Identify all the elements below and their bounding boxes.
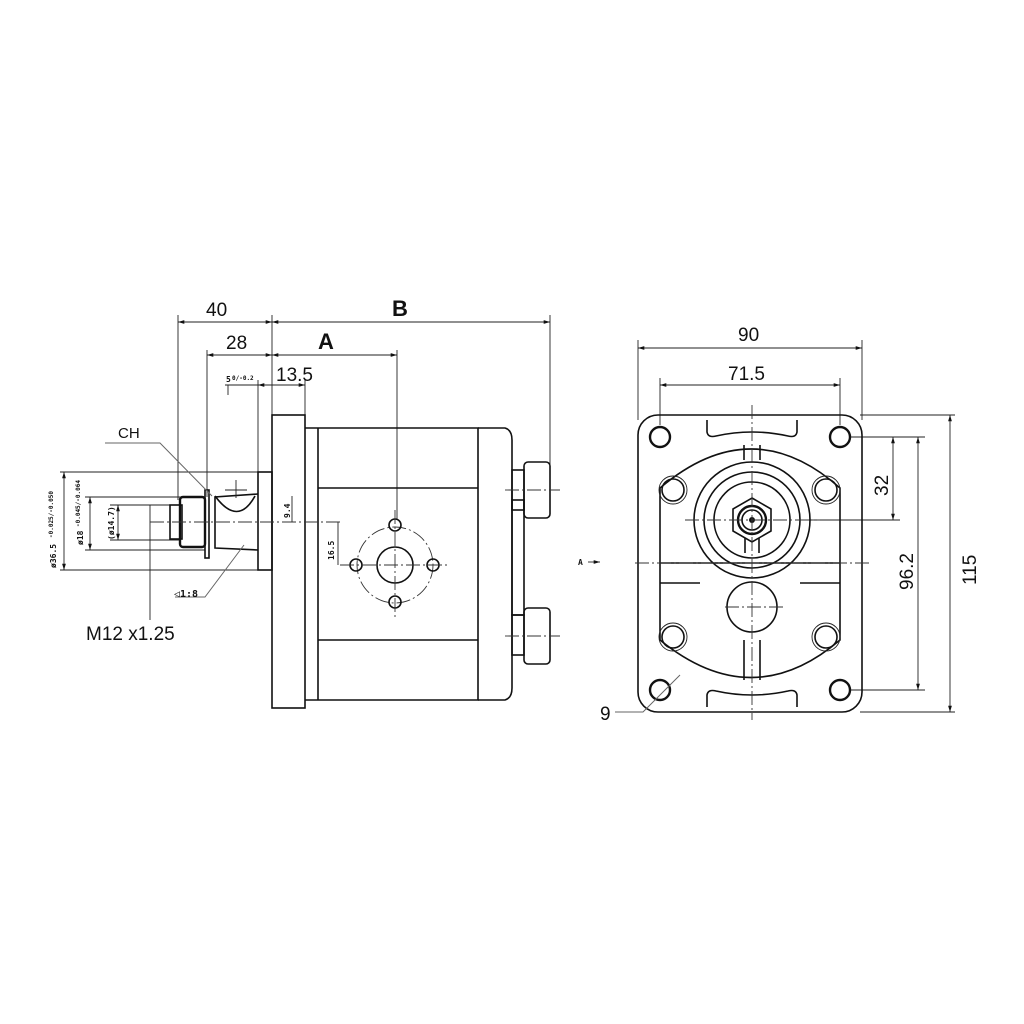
bolt-bosses [658, 475, 841, 652]
mounting-flange [271, 414, 306, 709]
dim-40: 40 [206, 300, 227, 321]
dim-diameter-18: ø18 [76, 530, 85, 545]
mounting-plate [637, 414, 863, 713]
dim-16-5: 16.5 [327, 541, 336, 560]
leader-taper [175, 544, 245, 598]
dim-90: 90 [738, 325, 759, 346]
dim-9-4: 9.4 [283, 503, 292, 518]
side-view: 40 B 28 A 13.5 5 0/-0.2 CH ø36.5 -0.025/… [48, 296, 560, 709]
port-fitting-top [505, 461, 560, 519]
dim-hole-9: 9 [600, 704, 611, 725]
front-view: 90 71.5 32 96.2 115 9 A [578, 325, 981, 725]
leader-hole-9 [615, 674, 681, 713]
dim-5-tolerance: 0/-0.2 [232, 375, 254, 382]
dim-diameter-18-tolerance: -0.045/-0.064 [75, 480, 82, 527]
dim-diameter-36-5-tolerance: -0.025/-0.050 [48, 491, 55, 538]
pump-body [305, 427, 525, 701]
view-mark-a: A [578, 558, 583, 567]
dim-A: A [318, 329, 334, 354]
drive-shaft [150, 480, 340, 559]
dim-32: 32 [872, 475, 893, 496]
leader-ch [105, 442, 213, 497]
dim-96-2: 96.2 [897, 553, 918, 590]
dim-5: 5 [226, 375, 231, 384]
mounting-holes [648, 425, 852, 702]
label-ch: CH [118, 425, 140, 442]
dim-diameter-36-5: ø36.5 [49, 544, 58, 568]
pilot-collar [257, 471, 273, 571]
dim-115: 115 [960, 555, 981, 585]
dim-B: B [392, 296, 408, 321]
thread-spec: M12 x1.25 [86, 624, 175, 645]
dim-diameter-14-7: (ø14.7) [107, 506, 116, 540]
front-center-lines [635, 405, 870, 720]
dim-28: 28 [226, 333, 247, 354]
port-hole-pattern [340, 510, 450, 620]
dim-71-5: 71.5 [728, 364, 765, 385]
dimension-lines [62, 320, 550, 570]
port-fitting-bottom [505, 607, 560, 665]
dim-13-5: 13.5 [276, 365, 313, 386]
taper-ratio: ◁1:8 [174, 589, 198, 600]
body-outline [659, 445, 841, 680]
